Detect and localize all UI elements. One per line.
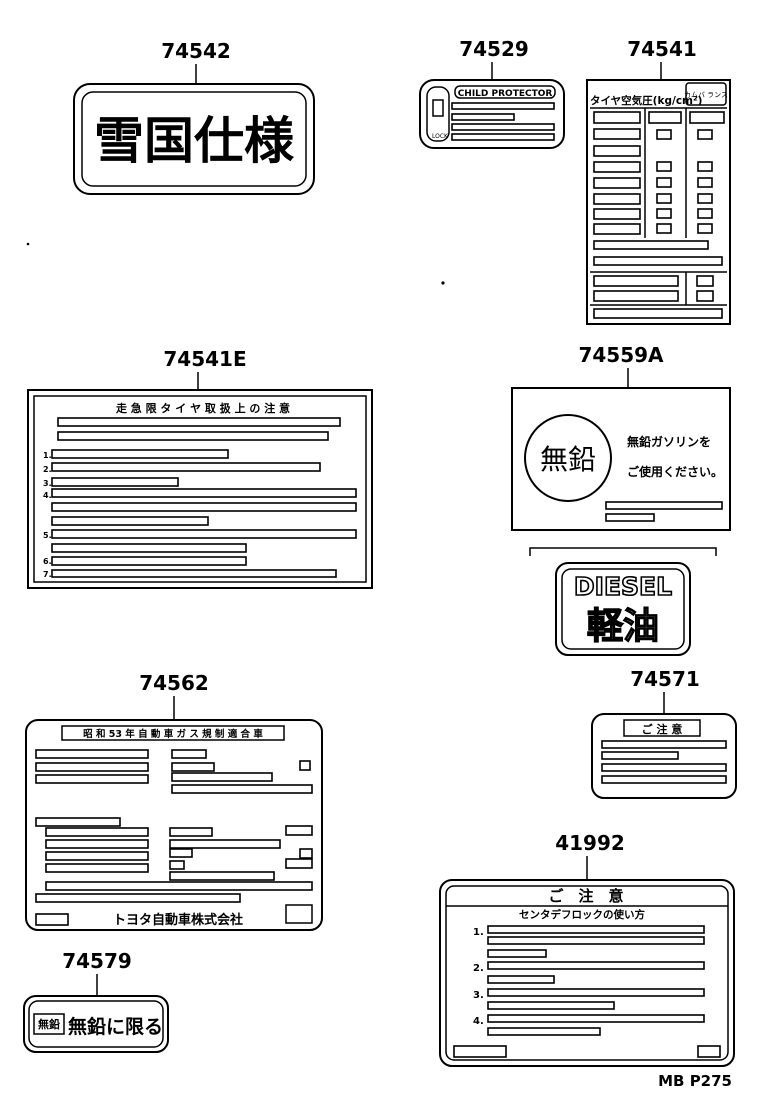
label-74562-outline (25, 719, 323, 931)
label-74542-outline (73, 83, 315, 195)
label-74562-maker: トヨタ自動車株式会社 (113, 912, 243, 928)
item-number: 6. (43, 557, 52, 566)
part-74571: 74571 ご 注 意 (591, 667, 737, 799)
part-74541E: 74541E 走 急 限 タ イ ヤ 取 扱 上 の 注 意 1. 2. 3. … (27, 347, 373, 589)
label-41992-outline (439, 879, 735, 1067)
part-number-74541E: 74541E (163, 347, 246, 371)
label-74559A-outline (511, 387, 731, 531)
label-74559A-circle-text: 無鉛 (540, 443, 596, 476)
part-diesel-label: DIESEL 軽油 (555, 562, 691, 656)
item-number: 4. (473, 1016, 484, 1027)
label-74559A-line2: ご使用ください。 (627, 464, 723, 479)
label-41992-title: ご 注 意 (548, 887, 623, 905)
label-74529-outline (419, 79, 565, 149)
item-number: 1. (473, 927, 484, 938)
group-bracket (529, 547, 717, 556)
part-number-74541: 74541 (627, 37, 697, 61)
diagram-code: MB P275 (658, 1072, 732, 1090)
label-74541-outline (586, 79, 731, 325)
part-74579: 74579 無鉛 無鉛に限る (23, 949, 169, 1053)
label-74541E-title: 走 急 限 タ イ ヤ 取 扱 上 の 注 意 (115, 401, 290, 415)
part-74559A: 74559A 無鉛 無鉛ガソリンを ご使用ください。 (511, 343, 731, 531)
part-number-74542: 74542 (161, 39, 231, 63)
label-74571-outline (591, 713, 737, 799)
part-74541: 74541 タイヤ空気圧(kg/cm²) カムバ ランス (586, 37, 731, 325)
label-74571-title: ご 注 意 (642, 722, 683, 736)
part-number-74559A: 74559A (578, 343, 664, 367)
part-number-74571: 74571 (630, 667, 700, 691)
label-74579-text: 無鉛に限る (68, 1015, 163, 1038)
label-diesel-word: DIESEL (574, 572, 672, 601)
label-74529-lock: LOCK (432, 133, 449, 140)
label-74559A-circle (524, 414, 612, 502)
label-74541-header-right: カムバ ランス (684, 91, 728, 99)
part-number-74562: 74562 (139, 671, 209, 695)
item-number: 7. (43, 570, 52, 579)
item-number: 1. (43, 451, 52, 460)
part-74562: 74562 昭 和 53 年 自 動 車 ガ ス 規 制 適 合 車 トヨタ自動… (25, 671, 323, 931)
part-41992: 41992 ご 注 意 センタデフロックの使い方 1. 2. 3. 4. (439, 831, 735, 1067)
label-74542-text: 雪国仕様 (94, 112, 295, 170)
label-74579-left-box: 無鉛 (38, 1017, 60, 1031)
part-number-74579: 74579 (62, 949, 132, 973)
label-74579-outline (23, 995, 169, 1053)
label-74529-title: CHILD PROTECTOR (458, 89, 553, 99)
item-number: 3. (473, 990, 484, 1001)
item-number: 2. (43, 465, 52, 474)
label-74541-header-left: タイヤ空気圧(kg/cm²) (590, 94, 702, 107)
label-74559A-line1: 無鉛ガソリンを (627, 434, 711, 449)
part-number-41992: 41992 (555, 831, 625, 855)
item-number: 3. (43, 479, 52, 488)
label-41992-subtitle: センタデフロックの使い方 (519, 908, 645, 921)
item-number: 2. (473, 963, 484, 974)
part-74529: 74529 LOCK CHILD PROTECTOR (419, 37, 565, 149)
part-number-74529: 74529 (459, 37, 529, 61)
item-number: 5. (43, 531, 52, 540)
label-74541E-outline (27, 389, 373, 589)
label-74562-title: 昭 和 53 年 自 動 車 ガ ス 規 制 適 合 車 (83, 728, 263, 740)
label-diesel-jp: 軽油 (587, 606, 659, 647)
label-diesel-outline (555, 562, 691, 656)
item-number: 4. (43, 491, 52, 500)
part-74542: 74542 雪国仕様 (73, 39, 315, 195)
